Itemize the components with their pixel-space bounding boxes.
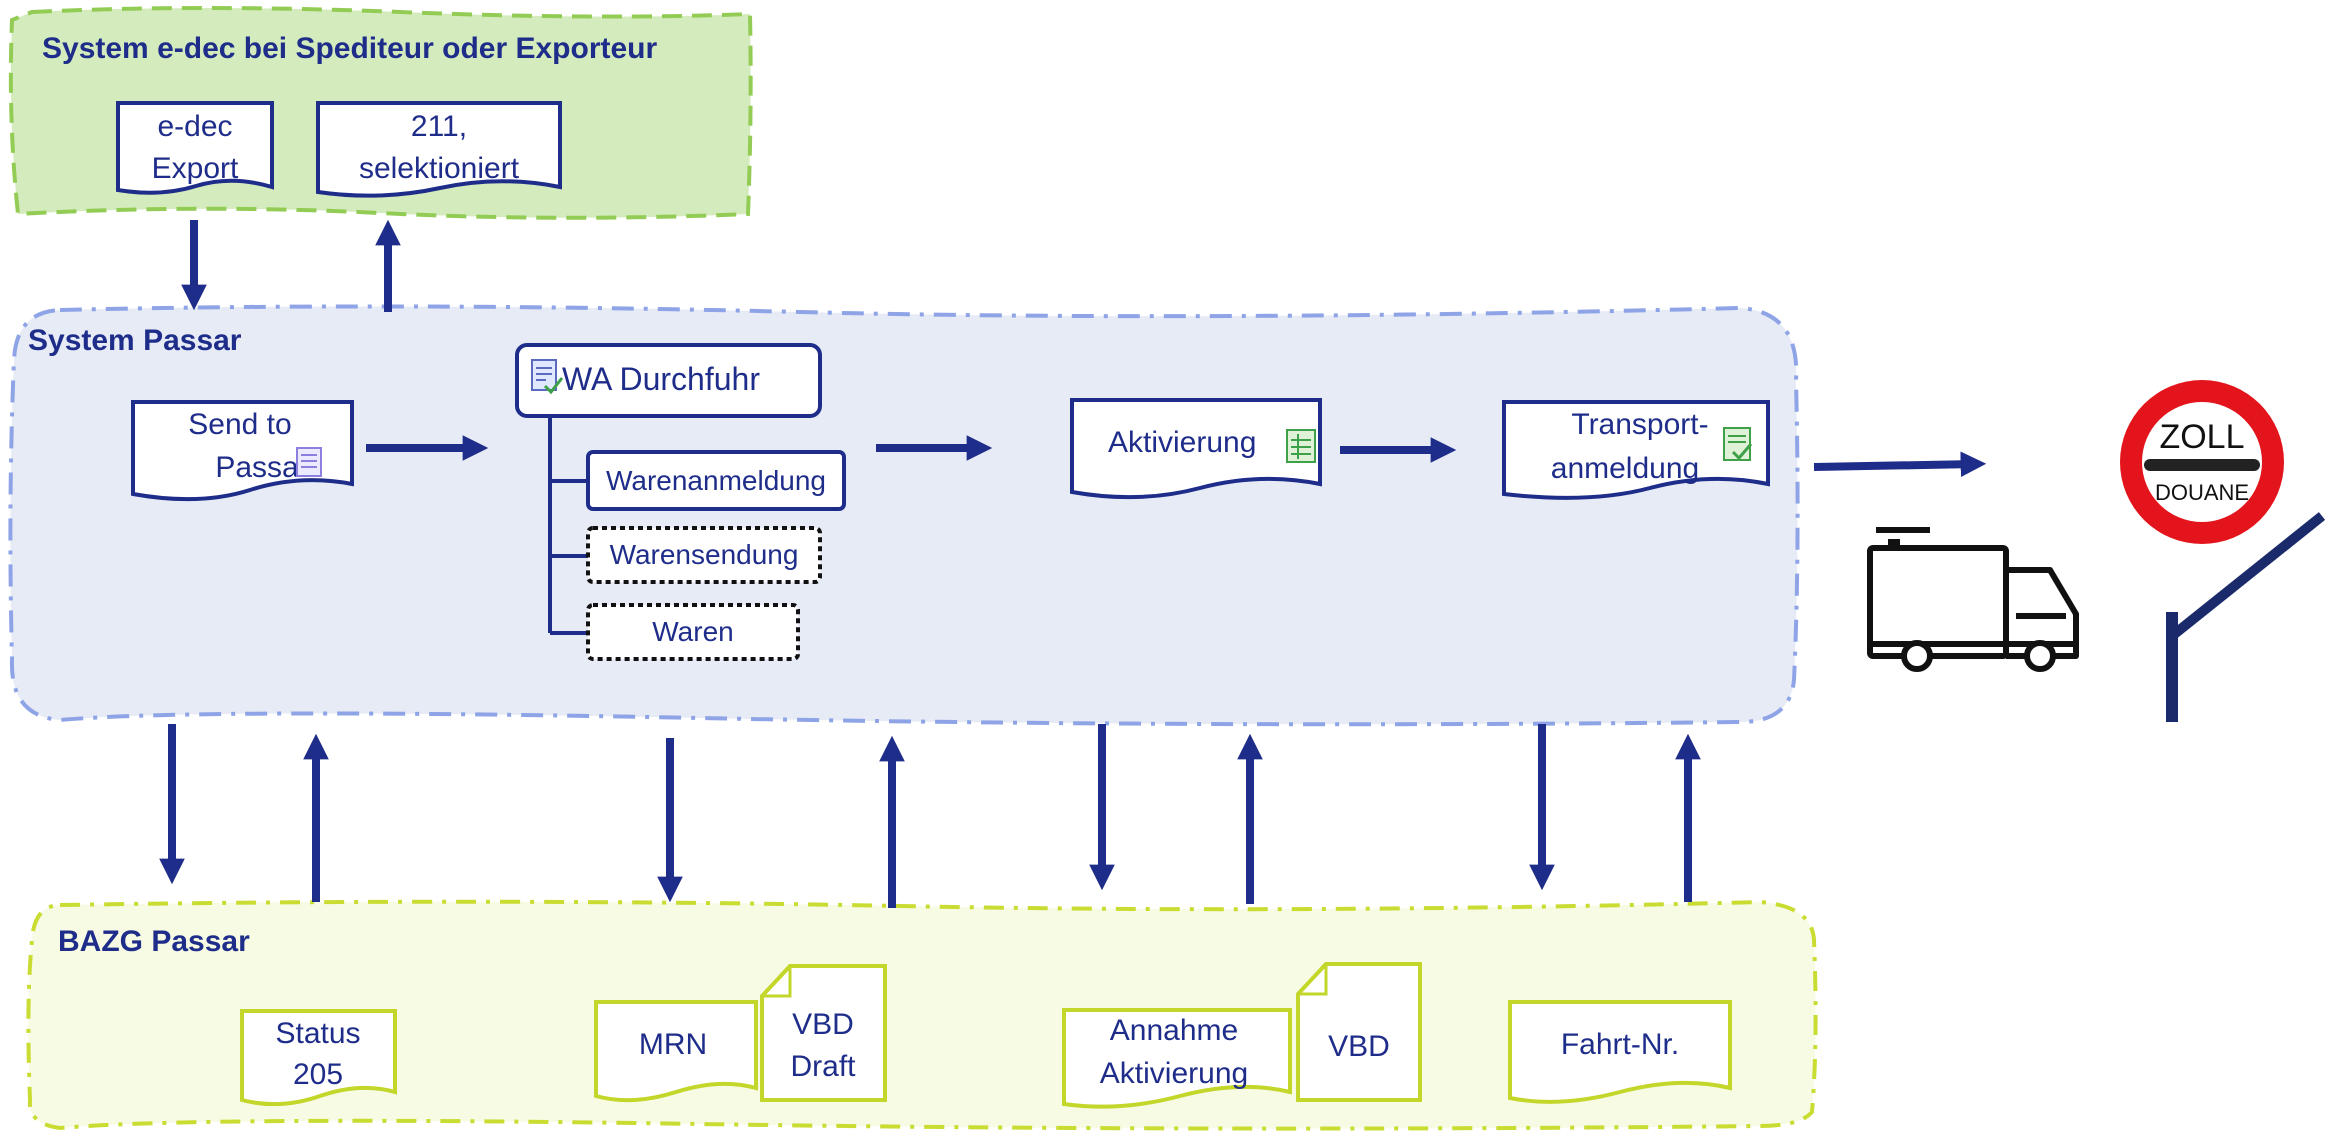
warensendung-label: Warensendung (610, 539, 799, 570)
transport-line1: Transport- (1571, 408, 1708, 441)
vbd-label: VBD (1328, 1030, 1390, 1063)
send-line2: Passar (215, 451, 308, 484)
bazg-group-title: BAZG Passar (58, 925, 250, 958)
wa-tree-connector (548, 416, 588, 635)
passar-system-group: System Passar (8, 304, 1800, 727)
passar-flow-arrows (366, 435, 1987, 478)
annahme-line1: Annahme (1110, 1014, 1238, 1047)
document-check-icon (1723, 427, 1753, 461)
send-to-passar-node: Send to Passar (131, 400, 354, 502)
waren-node: Waren (586, 603, 800, 661)
truck-icon (1867, 527, 2079, 672)
fahrt-nr-doc: Fahrt-Nr. (1508, 1000, 1732, 1104)
status-205-doc: Status 205 (240, 1009, 397, 1107)
transport-line2: anmeldung (1551, 452, 1699, 485)
aktivierung-label: Aktivierung (1108, 426, 1256, 459)
mrn-label: MRN (639, 1028, 707, 1061)
annahme-line2: Aktivierung (1100, 1057, 1248, 1090)
aktivierung-node: Aktivierung (1070, 398, 1322, 500)
send-line1: Send to (188, 408, 291, 441)
waren-label: Waren (652, 616, 733, 647)
edec-selected-line1: 211, (411, 110, 467, 143)
edec-group-title: System e-dec bei Spediteur oder Exporteu… (42, 32, 658, 65)
wa-durchfuhr-title: WA Durchfuhr (562, 361, 760, 397)
edec-export-line1: e-dec (157, 110, 232, 143)
edec-selected-line2: selektioniert (359, 152, 520, 185)
wa-durchfuhr-node: WA Durchfuhr (515, 343, 822, 418)
status-line2: 205 (293, 1058, 343, 1091)
edec-selected-doc: 211, selektioniert (316, 101, 562, 198)
annahme-aktivierung-doc: Annahme Aktivierung (1062, 1008, 1292, 1109)
spreadsheet-icon (1286, 429, 1316, 463)
status-line1: Status (275, 1017, 360, 1050)
vbd-draft-line1: VBD (792, 1008, 854, 1041)
fahrt-label: Fahrt-Nr. (1561, 1028, 1679, 1061)
customs-barrier-icon: ZOLL DOUANE (2120, 380, 2326, 722)
passar-bazg-arrows (159, 724, 1701, 908)
vbd-doc: VBD (1296, 962, 1422, 1102)
checklist-icon (531, 359, 564, 395)
edec-passar-arrows (181, 219, 401, 312)
transportanmeldung-node: Transport- anmeldung (1502, 400, 1770, 500)
vbd-draft-line2: Draft (790, 1050, 856, 1083)
warensendung-node: Warensendung (586, 526, 822, 584)
edec-export-line2: Export (152, 152, 239, 185)
mrn-doc: MRN (594, 1000, 758, 1103)
warenanmeldung-label: Warenanmeldung (606, 465, 826, 496)
document-list-icon (296, 447, 322, 477)
vbd-draft-doc: VBD Draft (760, 964, 887, 1102)
sign-bottom-text: DOUANE (2155, 480, 2249, 505)
edec-export-doc: e-dec Export (116, 101, 274, 195)
passar-group-title: System Passar (28, 324, 242, 357)
warenanmeldung-node: Warenanmeldung (586, 450, 846, 511)
sign-top-text: ZOLL (2159, 418, 2244, 456)
